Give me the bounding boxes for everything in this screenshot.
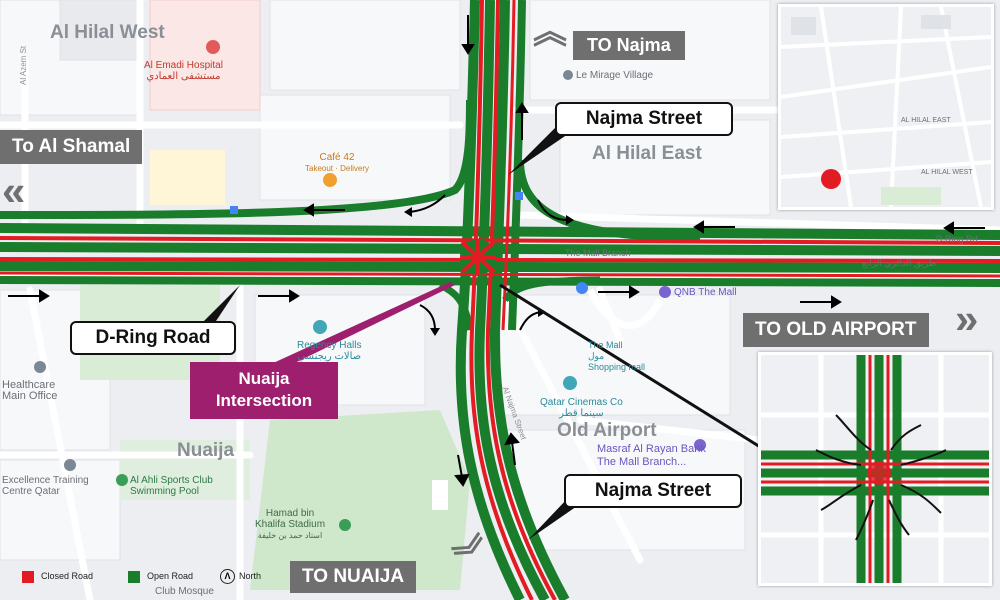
poi-masraf-line1: Masraf Al Rayan Bank (597, 443, 706, 455)
poi-stadium-ar: استاد حمد بن خليفة (257, 531, 323, 540)
poi-qatar-cinemas[interactable]: Qatar Cinemas Co سينما قطر (540, 397, 623, 419)
poi-the-mall-ar: مول (588, 351, 605, 361)
mall-loop-street (586, 288, 664, 329)
inset-locator-map[interactable]: AL HILAL EAST AL HILAL WEST (778, 4, 994, 210)
stadium-park (250, 410, 470, 590)
poi-masraf[interactable]: Masraf Al Rayan Bank The Mall Branch... (597, 443, 706, 469)
chevron-left-icon: « (2, 167, 26, 214)
pointer-line-inset (499, 283, 766, 452)
north-icon: Λ (220, 569, 235, 584)
poi-qatar-cinemas-en: Qatar Cinemas Co (540, 397, 623, 408)
poi-mall-branch[interactable]: The Mall Branch (565, 248, 631, 258)
hospital-area (149, 0, 261, 111)
poi-excellence-line2: Centre Qatar (2, 486, 60, 497)
poi-the-mall-en: The Mall (588, 340, 623, 350)
curved-arrows (409, 194, 569, 331)
poi-excellence[interactable]: Excellence Training Centre Qatar (2, 475, 89, 497)
poi-hospital-ar: مستشفى العمادي (146, 71, 221, 82)
poi-stadium-line2: Khalifa Stadium (255, 519, 326, 530)
area-al-hilal-east: Al Hilal East (592, 143, 702, 164)
inset-intersection-svg (761, 355, 989, 583)
poi-pins (34, 40, 706, 531)
poi-qnb[interactable]: QNB The Mall (674, 287, 737, 298)
poi-qatar-cinemas-ar: سينما قطر (559, 408, 604, 419)
poi-the-mall-sub: Shopping mall (588, 362, 646, 372)
callout-intersection-line2: Intersection (215, 391, 313, 410)
inset-al-hilal-east: AL HILAL EAST (901, 117, 951, 124)
poi-hospital[interactable]: Al Emadi Hospital مستشفى العمادي (144, 60, 223, 82)
inset-al-hilal-west: AL HILAL WEST (921, 169, 973, 176)
street-al-azem: Al Azem St (19, 45, 28, 85)
poi-stadium-line1: Hamad bin (265, 508, 315, 519)
intersection-knot (460, 239, 496, 275)
legend-open-label: Open Road (147, 571, 194, 581)
chevron-right-icon: » (955, 295, 979, 342)
legend-open-swatch (128, 571, 140, 583)
street-d-ring-ar: طريق الدائري الرابع (862, 258, 937, 268)
cafe-area (150, 150, 225, 205)
legend-closed-swatch (22, 571, 34, 583)
poi-healthcare[interactable]: Healthcare Main Office (2, 380, 57, 402)
stadium-building (432, 480, 448, 510)
direction-arrows (8, 15, 985, 487)
inset-locator-svg (781, 7, 991, 207)
legend-closed-label: Closed Road (41, 571, 94, 581)
callout-intersection-line1: Nuaija (238, 369, 290, 388)
intersection-pointer (258, 282, 455, 376)
poi-regency-en: Regency Halls (297, 340, 362, 351)
poi-healthcare-line2: Main Office (2, 390, 58, 402)
najma-bottom-pointer (528, 498, 580, 540)
poi-the-mall[interactable]: The Mall مول Shopping mall (588, 340, 645, 373)
poi-masraf-line2: The Mall Branch... (597, 456, 687, 468)
poi-cafe[interactable]: Café 42 Takeout · Delivery (305, 152, 369, 174)
poi-al-ahli[interactable]: Al Ahli Sports Club Swimming Pool (130, 475, 213, 497)
inset-intersection-detail[interactable] (758, 352, 992, 586)
dring-pointer (195, 285, 240, 330)
label-to-nuaija: TO NUAIJA (290, 561, 417, 593)
area-old-airport: Old Airport (557, 420, 657, 441)
poi-regency-ar: صالات ريجنسي (297, 351, 362, 362)
legend: Closed Road Open Road Λ North (8, 568, 278, 590)
area-nuaija: Nuaija (177, 440, 235, 461)
callout-najma-street-bottom: Najma Street (564, 474, 742, 508)
poi-al-ahli-line2: Swimming Pool (130, 486, 199, 497)
label-to-al-shamal: To Al Shamal (0, 130, 143, 164)
label-to-old-airport: TO OLD AIRPORT (743, 313, 929, 347)
poi-le-mirage[interactable]: Le Mirage Village (576, 70, 654, 81)
poi-stadium[interactable]: Hamad bin Khalifa Stadium استاد حمد بن خ… (255, 508, 325, 541)
legend-north-label: North (239, 571, 262, 581)
callout-nuaija-intersection: Nuaija Intersection (190, 362, 338, 419)
poi-cafe-name: Café 42 (319, 152, 355, 163)
chevron-up-icon: ︽ (533, 13, 567, 51)
poi-regency[interactable]: Regency Halls صالات ريجنسي (297, 340, 361, 362)
poi-excellence-line1: Excellence Training (2, 475, 89, 486)
najma-top-pointer (508, 128, 568, 175)
poi-healthcare-line1: Healthcare (2, 379, 56, 391)
callout-d-ring-road: D-Ring Road (70, 321, 236, 355)
poi-club-mosque[interactable]: Club Mosque (155, 586, 214, 597)
label-to-najma: TO Najma (573, 31, 685, 60)
callout-najma-street-top: Najma Street (555, 102, 733, 136)
poi-cafe-sub: Takeout · Delivery (305, 164, 370, 173)
area-al-hilal-west: Al Hilal West (50, 22, 165, 43)
poi-hospital-en: Al Emadi Hospital (144, 60, 223, 71)
sports-club-area (120, 440, 250, 500)
poi-al-ahli-line1: Al Ahli Sports Club (130, 475, 213, 486)
street-d-ring: D Ring Rd (936, 234, 978, 244)
